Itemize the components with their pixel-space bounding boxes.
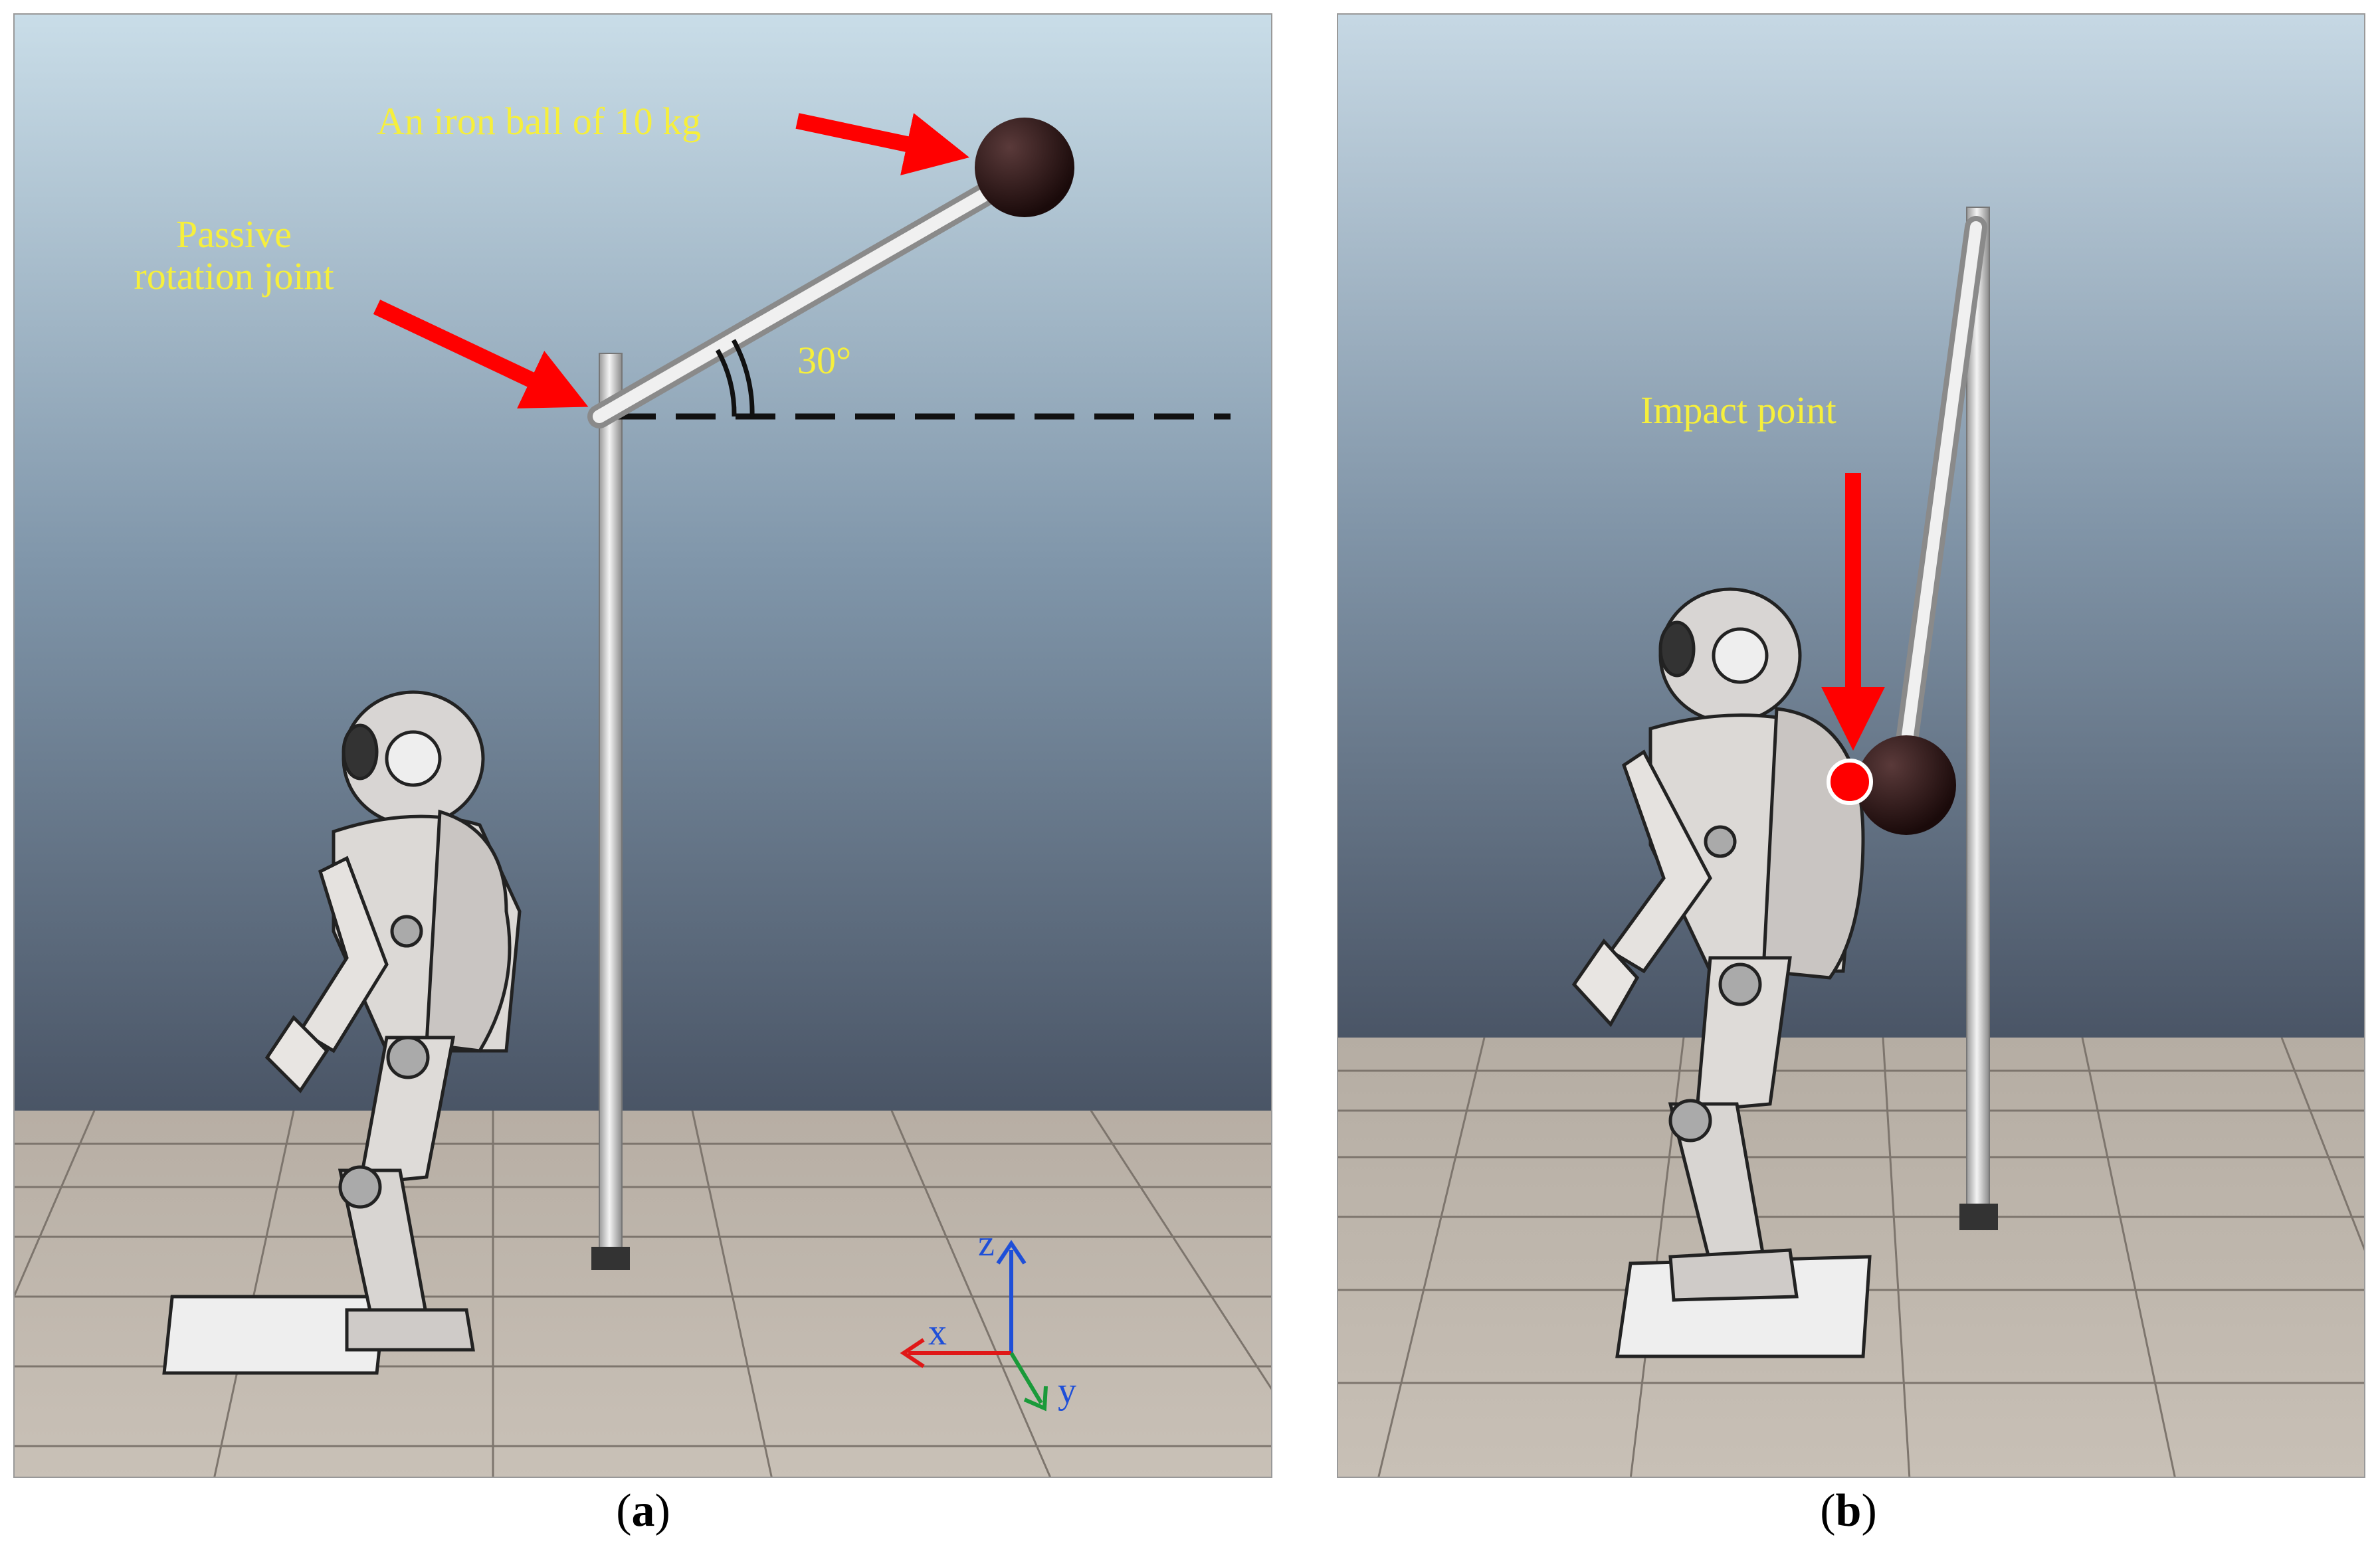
caption-a-letter: a: [631, 1485, 655, 1536]
wall-background: [15, 15, 1271, 1111]
axis-y-label: y: [1058, 1370, 1076, 1412]
tiled-floor: [15, 1111, 1271, 1477]
angle-arc-inner: [715, 349, 737, 417]
axis-z-label: z: [978, 1223, 995, 1264]
iron-ball: [975, 118, 1074, 217]
axis-x-label: x: [928, 1312, 947, 1353]
iron-ball-b: [1856, 735, 1956, 835]
humanoid-robot: [162, 690, 522, 1375]
joint-label-line2: rotation joint: [134, 254, 334, 298]
pendulum-rod-b: [1895, 216, 1987, 757]
vertical-pole-b: [1966, 207, 1990, 1224]
coordinate-axes: [900, 1239, 1048, 1412]
pole-base: [591, 1247, 630, 1270]
caption-a: (a): [544, 1485, 743, 1538]
caption-a-close: ): [654, 1485, 670, 1536]
vertical-pole: [599, 353, 623, 1264]
joint-label: Passive rotation joint: [121, 213, 347, 298]
scene-b: [1338, 15, 2364, 1477]
caption-b: (b): [1749, 1485, 1948, 1538]
scene-a: [15, 15, 1271, 1477]
ball-arrow: [795, 113, 969, 175]
joint-arrow: [373, 300, 589, 409]
angle-label: 30°: [797, 339, 852, 382]
caption-b-close: ): [1861, 1485, 1877, 1536]
simulation-panel-a: An iron ball of 10 kg Passive rotation j…: [13, 13, 1272, 1478]
angle-arc-outer: [731, 339, 755, 417]
impact-point-dot: [1827, 759, 1873, 805]
caption-a-open: (: [616, 1485, 632, 1536]
ball-label: An iron ball of 10 kg: [377, 100, 702, 143]
caption-b-open: (: [1820, 1485, 1836, 1536]
humanoid-robot-b: [1571, 587, 1872, 1358]
simulation-panel-b: Impact point: [1337, 13, 2365, 1478]
pendulum-rod: [587, 167, 1023, 428]
floor-grid-b: [1338, 1037, 2364, 1477]
joint-label-line1: Passive: [176, 213, 292, 256]
caption-b-letter: b: [1835, 1485, 1862, 1536]
pole-base-b: [1959, 1204, 1998, 1230]
impact-label: Impact point: [1640, 389, 1836, 432]
